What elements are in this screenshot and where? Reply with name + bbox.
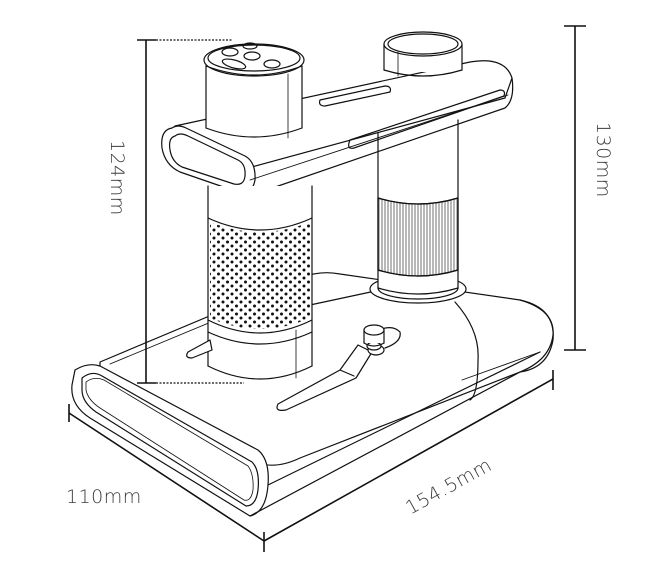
column-cap — [383, 31, 463, 77]
dimension-label-110mm: 110mm — [66, 486, 142, 508]
support-column — [369, 119, 467, 304]
stage-clip-left — [186, 339, 213, 359]
dimension-line-110mm — [68, 404, 265, 552]
dimension-lines — [68, 25, 586, 552]
dimension-line-130mm — [564, 25, 586, 351]
stage-clip-lever — [276, 324, 401, 411]
dimension-label-124mm: 124mm — [106, 140, 128, 216]
microscope-body — [203, 42, 313, 380]
dimension-line-154-5mm — [263, 370, 554, 542]
support-arm — [161, 60, 514, 196]
dimension-label-130mm: 130mm — [592, 122, 614, 198]
dimension-line-124mm — [137, 39, 244, 384]
